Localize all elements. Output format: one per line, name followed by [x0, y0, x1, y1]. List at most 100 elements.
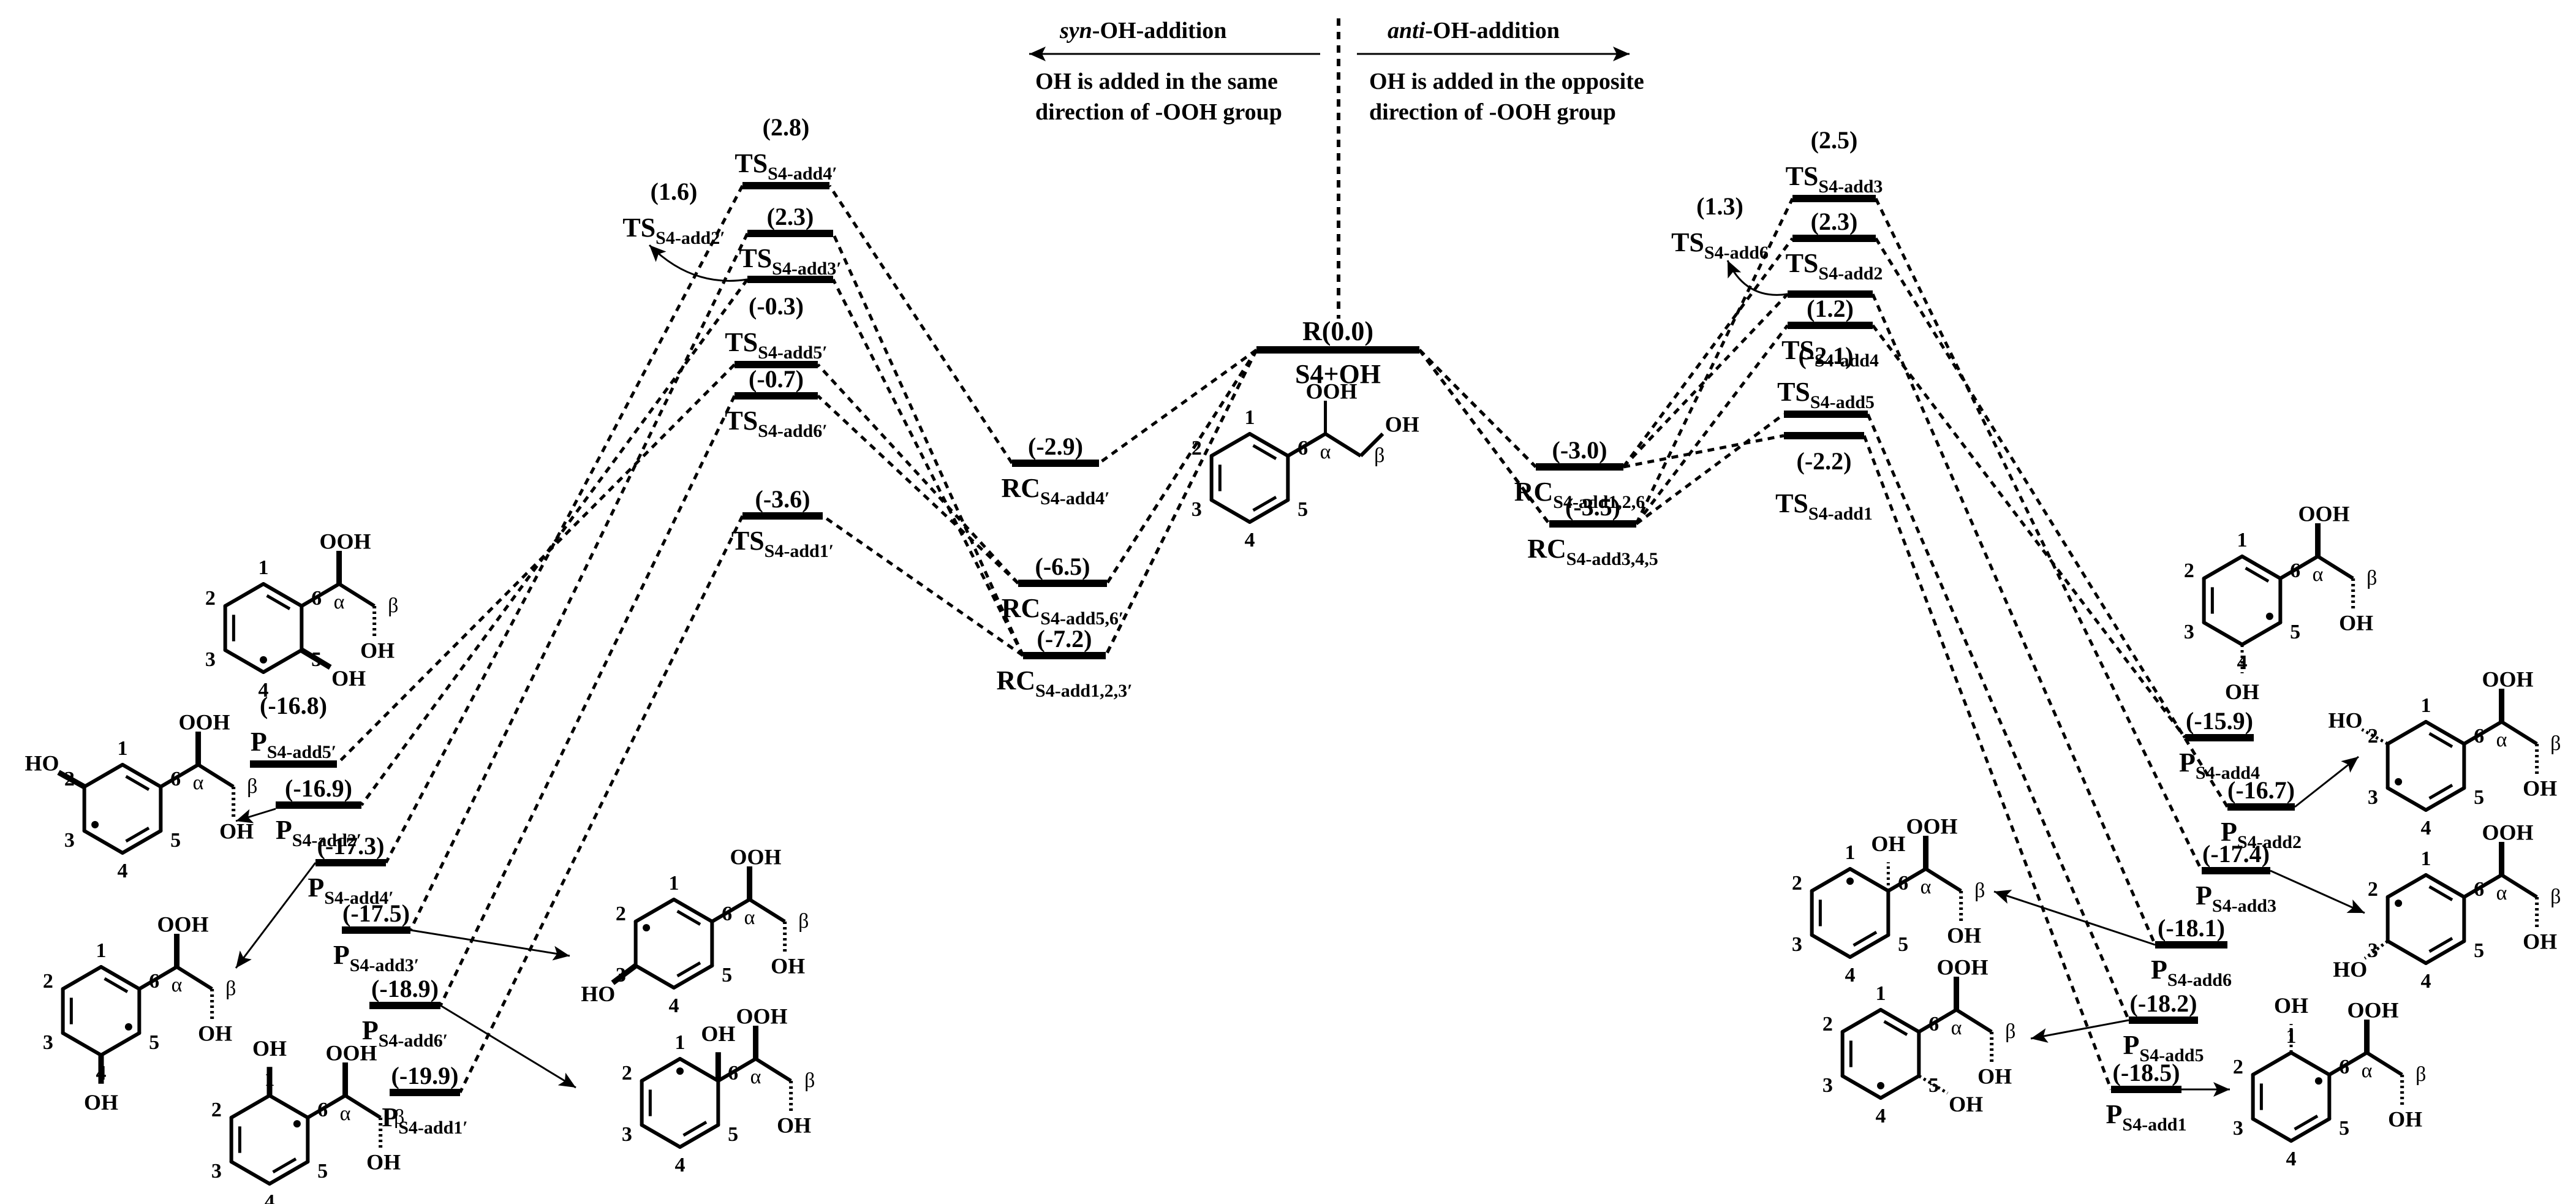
- anti-desc-line1: OH is added in the opposite: [1369, 69, 1644, 94]
- alpha-label: α: [744, 906, 755, 929]
- structure-arrow-P-add3: [2270, 869, 2365, 914]
- energy-value-TS-add6: (1.3): [1696, 192, 1743, 220]
- energy-level-RC-add56p: [1018, 580, 1107, 587]
- ooh-group-label: OOH: [1306, 379, 1358, 403]
- pathway-connector: [1104, 349, 1258, 657]
- energy-level-TS-add1: [1784, 432, 1864, 439]
- energy-value-P-add1: (-18.5): [2113, 1059, 2180, 1086]
- energy-value-P-add5p: (-16.8): [260, 692, 327, 719]
- species-label-RC-add126: RCS4-add1,2,6: [1514, 477, 1645, 512]
- ring-position-number: 5: [722, 964, 732, 986]
- species-label-P-add1: PS4-add1: [2106, 1099, 2187, 1135]
- energy-value-TS-add4p: (2.8): [763, 113, 810, 141]
- energy-level-P-add5p: [250, 760, 337, 768]
- ring-position-number: 1: [675, 1031, 686, 1054]
- oh-group-label: OH: [360, 638, 395, 662]
- structure-arrow-P-add2p: [235, 808, 276, 823]
- ring-position-number: 4: [669, 994, 679, 1017]
- pathway-connector: [822, 514, 1024, 657]
- ring-position-number: 1: [259, 556, 269, 579]
- alpha-label: α: [750, 1066, 761, 1088]
- oh-group-label: OH: [2523, 776, 2557, 800]
- energy-value-RC-add4p: (-2.9): [1028, 433, 1083, 460]
- added-oh-label: HO: [2333, 957, 2367, 982]
- added-oh-label: OH: [1949, 1092, 1983, 1116]
- added-oh-label: OH: [84, 1090, 118, 1115]
- ring-position-number: 2: [2184, 559, 2194, 582]
- ooh-group-label: OOH: [1906, 814, 1958, 838]
- energy-value-RC-add123p: (-7.2): [1037, 625, 1092, 653]
- alpha-label: α: [1921, 876, 1932, 898]
- radical-dot: [260, 656, 267, 664]
- energy-level-TS-add5: [1784, 411, 1868, 418]
- radical-dot: [1877, 1081, 1884, 1089]
- energy-value-TS-add4: (1.2): [1807, 295, 1854, 322]
- pathway-connector: [831, 278, 1025, 657]
- structure-arrow-P-add6p: [440, 1004, 576, 1089]
- structure-P-add3: 165432αβOOHOHHO: [2333, 820, 2561, 993]
- energy-value-TS-add5: (-2.1): [1799, 342, 1854, 369]
- pathway-connector: [1635, 324, 1789, 525]
- ring-position-number: 5: [317, 1160, 328, 1183]
- species-label-TS-add5p: TSS4-add5′: [725, 327, 827, 363]
- added-oh-label: OH: [331, 666, 366, 691]
- reactant-sublabel: S4+OH: [1295, 359, 1381, 389]
- energy-level-P-add1p: [390, 1089, 460, 1096]
- ring-position-number: 3: [43, 1031, 53, 1054]
- energy-level-P-add6p: [369, 1002, 440, 1009]
- pathway-connector: [336, 363, 736, 765]
- energy-level-TS-add4p: [742, 182, 829, 189]
- level-labels: (2.8)TSS4-add4′(2.3)TSS4-add3′(1.6)TSS4-…: [251, 113, 2302, 1138]
- added-oh-label: HO: [2329, 708, 2363, 733]
- species-label-P-add2: PS4-add2: [2221, 817, 2302, 852]
- energy-level-TS-add2p: [747, 276, 833, 283]
- beta-label: β: [388, 594, 398, 617]
- energy-level-TS-add6: [1788, 290, 1873, 298]
- species-label-TS-add2p: TSS4-add2′: [622, 213, 725, 248]
- beta-label: β: [225, 977, 236, 1000]
- alpha-label: α: [2362, 1059, 2373, 1082]
- structure-P-add1p: 165432αβOOHOHOH: [211, 1036, 405, 1204]
- anti-desc-line2: direction of -OOH group: [1369, 99, 1616, 125]
- radical-dot: [1846, 877, 1854, 885]
- added-oh-label: HO: [581, 982, 615, 1006]
- alpha-label: α: [1320, 441, 1331, 463]
- structure-arrow-P-add3p: [410, 929, 570, 961]
- beta-label: β: [804, 1069, 815, 1092]
- energy-level-TS-add3p: [747, 230, 833, 237]
- ooh-group-label: OOH: [1937, 955, 1989, 979]
- ooh-group-label: OOH: [326, 1040, 377, 1065]
- species-label-P-add3: PS4-add3: [2196, 880, 2276, 916]
- oh-group-label: OH: [198, 1021, 232, 1045]
- ring-position-number: 2: [1792, 872, 1802, 895]
- species-label-TS-add2: TSS4-add2: [1786, 248, 1883, 284]
- energy-value-P-add4: (-15.9): [2186, 707, 2253, 735]
- energy-value-P-add2: (-16.7): [2227, 776, 2295, 804]
- alpha-label: α: [193, 771, 204, 794]
- energy-value-P-add6p: (-18.9): [371, 975, 439, 1002]
- energy-value-P-add3p: (-17.5): [342, 899, 410, 927]
- added-oh-label: OH: [252, 1036, 287, 1061]
- structure-P-add1: 165432αβOOHOHOH: [2233, 993, 2427, 1170]
- energy-level-TS-add4: [1788, 322, 1873, 329]
- alpha-label: α: [2496, 882, 2507, 904]
- radical-dot: [2395, 899, 2403, 907]
- energy-levels: [250, 182, 2295, 1096]
- ring-position-number: 1: [1876, 982, 1886, 1005]
- pathway-connector: [1418, 349, 1537, 468]
- beta-label: β: [394, 1106, 404, 1129]
- species-label-TS-add6: TSS4-add6: [1671, 227, 1769, 263]
- pathway-connector: [1871, 293, 2157, 945]
- ring-position-number: 3: [2233, 1117, 2243, 1140]
- species-label-TS-add4: TSS4-add4: [1781, 335, 1879, 371]
- ring-position-number: 5: [728, 1123, 738, 1146]
- ring-position-number: 4: [2421, 970, 2431, 993]
- syn-desc-line1: OH is added in the same: [1035, 69, 1278, 94]
- oh-group-label: OH: [1977, 1064, 2012, 1088]
- energy-level-P-add4: [2185, 734, 2254, 741]
- ring-position-number: 5: [170, 829, 181, 852]
- beta-label: β: [2550, 732, 2561, 755]
- ring-position-number: 1: [669, 872, 679, 895]
- species-label-P-add6p: PS4-add6′: [362, 1015, 448, 1051]
- pathway-connector: [1622, 237, 1794, 468]
